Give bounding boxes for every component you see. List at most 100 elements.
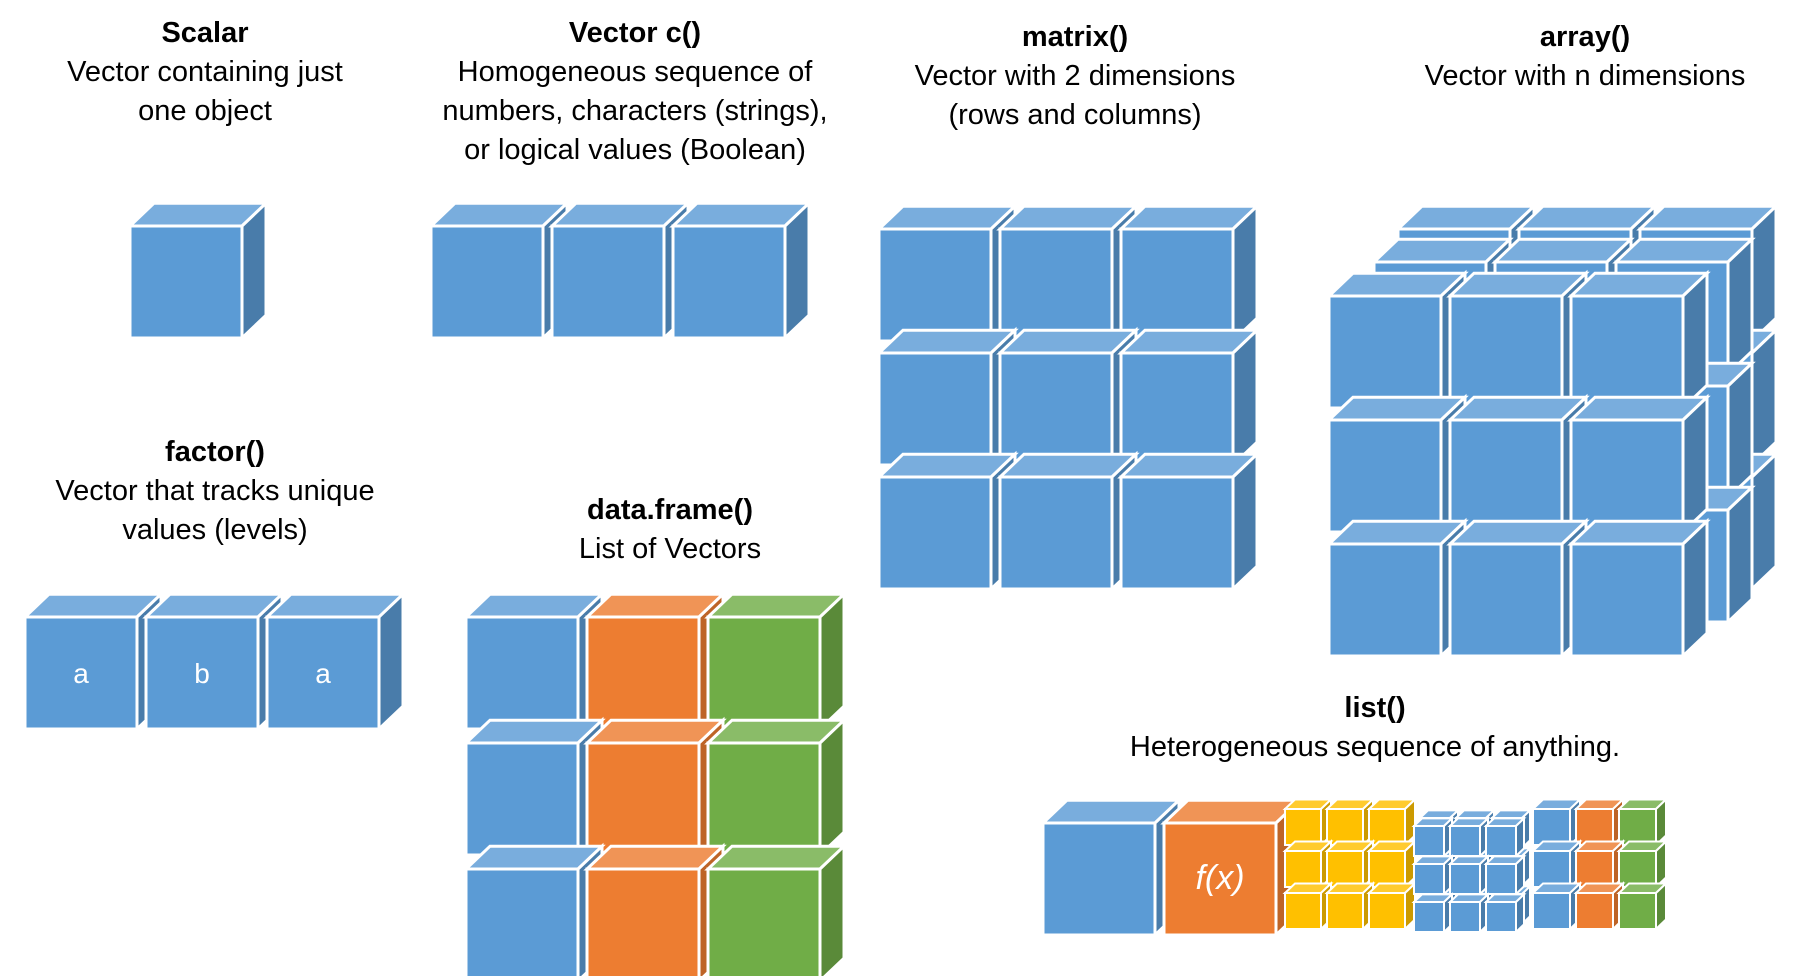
cube-front-face [23,615,139,731]
list-matrix-cube [1324,839,1376,890]
cube-side-face [818,590,846,733]
cube-front-face [1327,418,1443,534]
cube-front-face [464,741,580,857]
dataframe-description: List of Vectors [578,533,762,565]
matrix-title: matrix() [1021,21,1129,53]
cube-front-face [1485,901,1517,933]
matrix-cube [875,202,1019,345]
list-dataframe-cube [1530,839,1583,890]
array-description: Vector with n dimensions [1424,60,1746,92]
list-matrix-cube [1324,881,1376,932]
cube-side-face [818,842,846,976]
cube-front-face [1449,863,1481,895]
cube-front-face [1532,808,1571,846]
factor-level-label: a [315,658,331,689]
list-array-cube [1411,854,1455,897]
cube-front-face [1041,821,1157,937]
scalar-title: Scalar [161,17,249,49]
cube-front-face [1284,850,1322,888]
cube-side-face [1655,797,1667,848]
cube-front-face [1618,850,1657,888]
cube-front-face [1569,418,1685,534]
cube-side-face [1726,235,1754,378]
matrix-description: Vector with 2 dimensions (rows and colum… [914,60,1236,131]
cube-side-face [1515,816,1525,859]
list-dataframe-cube [1530,797,1583,848]
array-cube [1446,269,1590,412]
matrix-cube [875,450,1019,593]
list-dataframe-cube [1573,797,1626,848]
matrix-cube [1117,450,1261,593]
cube-side-face [1231,202,1259,345]
cube-front-face [464,867,580,976]
list-scalar-cube [1039,796,1183,939]
list-array-cube [1483,892,1527,935]
cube-front-face [585,741,701,857]
scalar-label: Scalar Vector containing just one object [20,14,390,131]
list-array-cube [1411,892,1455,935]
cube-front-face [1575,892,1614,930]
array-cube [1325,393,1469,536]
list-matrix-cube [1366,797,1418,848]
cube-front-face [429,224,545,340]
cube-front-face [1413,863,1445,895]
cube-front-face [998,227,1114,343]
cube-front-face [877,227,993,343]
vector-cube [427,199,571,342]
cube-front-face [1448,418,1564,534]
list-matrix-cube [1282,797,1334,848]
matrix-cube [996,450,1140,593]
list-function-cube: f(x) [1160,796,1304,939]
cube-front-face [1326,808,1364,846]
factor-title: factor() [165,436,265,468]
cube-front-face [585,867,701,976]
cube-side-face [1750,202,1778,345]
list-description: Heterogeneous sequence of anything. [1129,731,1621,763]
matrix-cube [1117,202,1261,345]
cube-front-face [1575,808,1614,846]
list-cube-group: f(x) [1039,796,1669,939]
dataframe-cube [704,590,848,733]
cube-side-face [1750,326,1778,469]
cube-front-face [1284,808,1322,846]
cube-front-face [1284,892,1322,930]
dataframe-cube [583,716,727,859]
list-dataframe-cube [1573,839,1626,890]
cube-front-face [998,475,1114,591]
list-array-cube [1447,854,1491,897]
cube-side-face [240,199,268,342]
cube-side-face [1655,839,1667,890]
cube-side-face [783,199,811,342]
matrix-cube [996,326,1140,469]
vector-cube [669,199,813,342]
list-dataframe-cube [1530,881,1583,932]
dataframe-cube [583,842,727,976]
factor-description: Vector that tracks unique values (levels… [55,475,375,546]
cube-front-face [1569,542,1685,658]
cube-front-face [585,615,701,731]
scalar-description: Vector containing just one object [67,56,343,127]
cube-side-face [1681,517,1709,660]
array-cube [1446,517,1590,660]
cube-side-face [1655,881,1667,932]
cube-side-face [1515,892,1525,935]
cube-side-face [1726,359,1754,502]
cube-side-face [818,716,846,859]
cube-front-face [1368,808,1406,846]
cube-front-face [1162,821,1278,937]
cube-front-face [1326,850,1364,888]
list-title: list() [1344,692,1406,724]
cube-front-face [706,867,822,976]
list-dataframe-cube [1573,881,1626,932]
cube-front-face [464,615,580,731]
cube-front-face [1448,542,1564,658]
cube-side-face [1681,269,1709,412]
array-cube [1325,269,1469,412]
vector-cube-group [427,199,813,342]
cube-front-face [706,615,822,731]
factor-cube: a [263,590,407,733]
dataframe-cube [462,716,606,859]
factor-label: factor() Vector that tracks unique value… [10,433,420,550]
cube-front-face [128,224,244,340]
list-array-cube [1447,816,1491,859]
